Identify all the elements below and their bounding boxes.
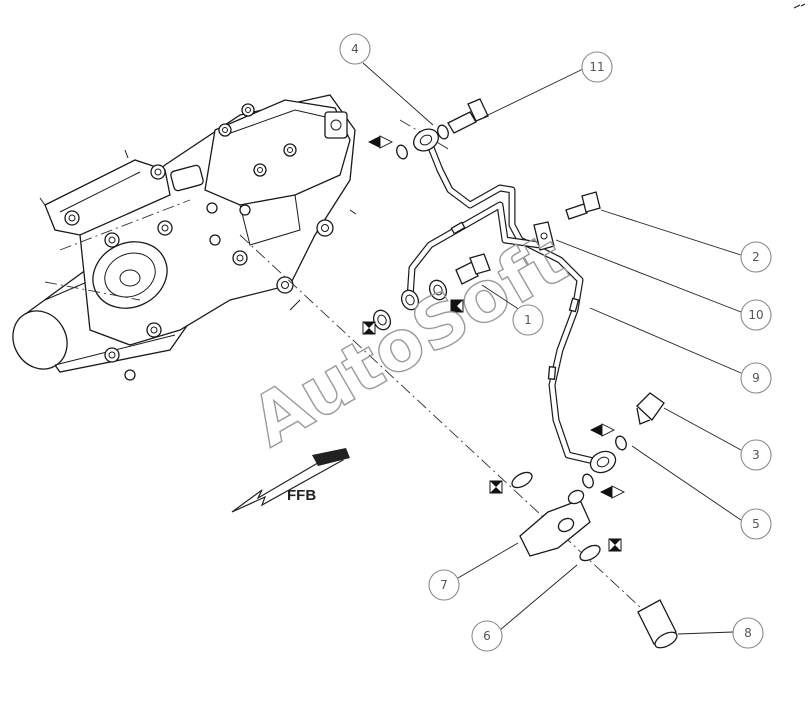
callout-8: 8	[732, 617, 764, 649]
callout-5: 5	[740, 508, 772, 540]
svg-text:10: 10	[748, 308, 763, 322]
svg-text:5: 5	[752, 517, 760, 531]
svg-text:6: 6	[483, 629, 491, 643]
distributor-block	[519, 489, 591, 557]
hollow-screw	[637, 599, 678, 649]
direction-label: FFB	[287, 487, 316, 504]
assembly-symbols	[362, 135, 626, 552]
svg-text:11: 11	[589, 60, 604, 74]
callout-4: 4	[339, 33, 371, 65]
pipe-fitting-connector	[455, 253, 491, 285]
leader-lines	[362, 62, 742, 635]
callout-9: 9	[740, 362, 772, 394]
banjo-bolt-upper	[447, 98, 489, 134]
lower-banjo-eye	[589, 450, 617, 474]
svg-text:2: 2	[752, 250, 760, 264]
callout-3: 3	[740, 439, 772, 471]
banjo-bolt-lower	[636, 392, 665, 425]
svg-text:3: 3	[752, 448, 760, 462]
direction-arrow-icon: FFB	[231, 448, 350, 513]
sealing-washers	[372, 124, 627, 562]
pipe-bracket	[533, 221, 555, 251]
callout-7: 7	[428, 569, 460, 601]
upper-banjo-eye	[413, 128, 439, 152]
assembly-axis-line	[239, 234, 671, 636]
corner-mark	[793, 3, 806, 9]
callout-6: 6	[471, 620, 503, 652]
callout-11: 11	[581, 51, 613, 83]
pump-assembly	[12, 94, 357, 381]
svg-text:4: 4	[351, 42, 359, 56]
callout-10: 10	[740, 299, 772, 331]
pump-bolts	[64, 103, 334, 381]
callout-2: 2	[740, 241, 772, 273]
callout-1: 1	[512, 304, 544, 336]
svg-text:1: 1	[524, 313, 532, 327]
svg-text:8: 8	[744, 626, 752, 640]
mounting-bolt	[565, 191, 601, 220]
fuel-pipe-assembly	[406, 136, 602, 466]
svg-text:7: 7	[440, 578, 448, 592]
svg-text:9: 9	[752, 371, 760, 385]
